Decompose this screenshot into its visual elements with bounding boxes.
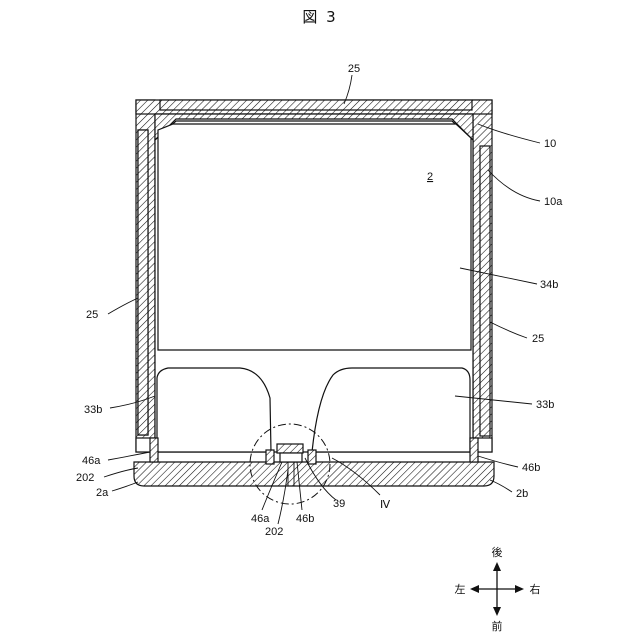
left-panel-25-hatch <box>138 130 148 435</box>
label-39: 39 <box>333 498 345 510</box>
label-2a: 2a <box>96 487 109 499</box>
label-33b-right: 33b <box>536 399 554 411</box>
label-46b-bottom: 46b <box>296 513 314 525</box>
right-post <box>470 438 478 462</box>
label-202-bottom: 202 <box>265 526 283 538</box>
label-2: 2 <box>427 171 433 183</box>
label-46a-bottom: 46a <box>251 513 270 525</box>
label-34b: 34b <box>540 279 558 291</box>
label-25-right: 25 <box>532 333 544 345</box>
left-post <box>150 438 158 462</box>
right-panel-10a <box>480 146 490 436</box>
figure-title: 図 3 <box>302 8 337 26</box>
label-10: 10 <box>544 138 556 150</box>
label-33b-left: 33b <box>84 404 102 416</box>
label-2b: 2b <box>516 488 528 500</box>
direction-compass <box>470 562 524 616</box>
compass-right-label: 右 <box>530 582 541 596</box>
compass-down-label: 前 <box>492 619 503 633</box>
compass-left-label: 左 <box>455 583 466 596</box>
label-25-left: 25 <box>86 309 98 321</box>
top-panel-25 <box>160 100 472 110</box>
label-202-left: 202 <box>76 472 94 484</box>
label-IV: Ⅳ <box>380 499 391 511</box>
compass-up-label: 後 <box>492 545 503 559</box>
label-10a: 10a <box>544 196 563 208</box>
label-46b-right: 46b <box>522 462 540 474</box>
tray-33b-left <box>157 368 271 452</box>
label-46a-left: 46a <box>82 455 101 467</box>
label-25-top: 25 <box>348 63 360 75</box>
tray-33b-right <box>312 368 470 452</box>
container-34b <box>158 124 471 350</box>
